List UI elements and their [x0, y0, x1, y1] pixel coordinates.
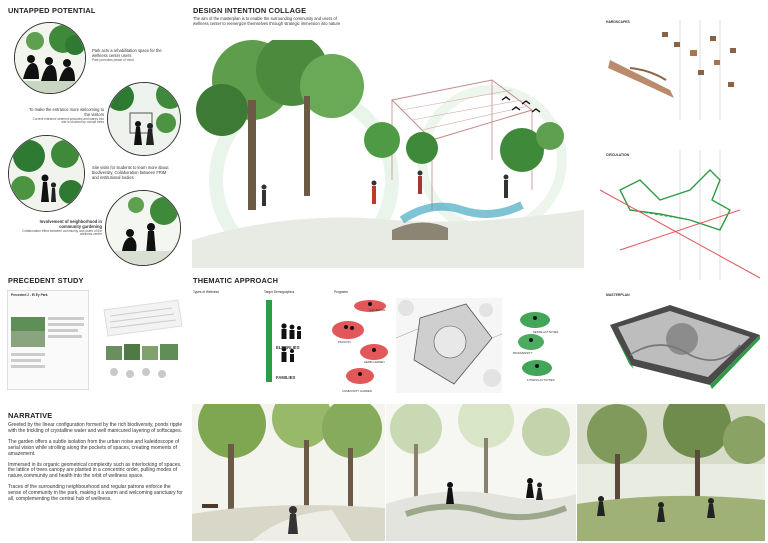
entrance-scene-icon	[108, 83, 180, 155]
biodiversity-scene-icon	[9, 136, 84, 211]
potential-title-3: Site visits for students to learn more a…	[92, 165, 169, 180]
collage-illustration-icon	[192, 40, 584, 268]
circulation-paths-icon	[600, 150, 760, 280]
potential-title-2: To make the entrance more welcoming to t…	[29, 107, 104, 117]
demographic-elderlies: ELDERLIES	[276, 345, 300, 350]
program-community-garden: COMMUNITY GARDEN	[342, 389, 372, 393]
potential-text-3: Site visits for students to learn more a…	[92, 165, 174, 180]
potential-illustration-3	[8, 135, 85, 212]
program-gathering: GATHERING	[369, 308, 386, 312]
potential-illustration-1	[14, 22, 86, 94]
precedent-sheet-2	[100, 292, 185, 387]
potential-title-1: Park acts a rehabilitation space for the…	[92, 48, 162, 58]
render-2	[386, 404, 576, 541]
gardening-scene-icon	[106, 191, 180, 265]
narrative-text: Greeted by the linear configuration form…	[8, 422, 184, 508]
circulation-diagram	[600, 150, 760, 280]
programs-title: Programs	[334, 290, 348, 294]
program-pavilion: PAVILION	[338, 340, 351, 344]
demographic-families: FAMILIES	[276, 375, 296, 380]
potential-text-4: Involvement of neighborhood in community…	[20, 219, 102, 237]
potential-title-4: Involvement of neighborhood in community…	[39, 219, 102, 229]
masterplan-3d-icon	[610, 305, 760, 389]
potential-note-2: Current entrance seemed secluded and war…	[32, 116, 104, 125]
program-sense-activities: SENSE ACTIVITIES	[533, 330, 559, 334]
program-bubbles-right	[505, 308, 555, 388]
design-heading: DESIGN INTENTION COLLAGE	[193, 6, 307, 15]
masterplan-label: MASTERPLAN	[606, 293, 630, 297]
wellness-bar	[266, 300, 272, 382]
program-bubbles-left	[330, 300, 390, 390]
potential-illustration-4	[105, 190, 181, 266]
masterplan-diagram	[600, 295, 765, 390]
hardscapes-diagram	[600, 20, 760, 120]
render-3	[577, 404, 765, 541]
fitness-lawn-render-icon	[577, 404, 765, 541]
narrative-paragraph-3: Immersed in its organic geometrical comp…	[8, 461, 182, 480]
render-1	[192, 404, 385, 541]
hardscape-elements-icon	[608, 20, 736, 120]
site-plan-icon	[396, 298, 502, 393]
types-title: Types of Wellness	[193, 290, 219, 294]
demo-title: Target Demographics	[264, 290, 295, 294]
precedent-heading: PRECEDENT STUDY	[8, 276, 84, 285]
design-collage	[192, 40, 584, 268]
thematic-site-plan	[396, 298, 502, 393]
potential-text-1: Park acts a rehabilitation space for the…	[92, 48, 172, 62]
precedent-title: Precedent 2 - El Ey Park	[11, 293, 48, 297]
narrative-paragraph-4: Traces of the surrounding neighbourhood …	[8, 484, 183, 503]
program-bubbles-icon	[332, 300, 388, 384]
narrative-paragraph-1: Greeted by the linear configuration form…	[8, 422, 183, 434]
hardscapes-label: HARDSCAPES	[606, 20, 630, 24]
untapped-heading: UNTAPPED POTENTIAL	[8, 6, 96, 15]
narrative-paragraph-2: The garden offers a subtle isolation fro…	[8, 438, 180, 457]
narrative-heading: NARRATIVE	[8, 411, 53, 420]
demographics-figures	[278, 322, 304, 368]
potential-text-2: To make the entrance more welcoming to t…	[28, 107, 104, 125]
precedent-photo-icon	[11, 316, 84, 368]
potential-illustration-2	[107, 82, 181, 156]
green-bubbles-icon	[518, 312, 552, 376]
design-intro: The aim of the masterplan is to enable t…	[193, 16, 341, 26]
thematic-heading: THEMATIC APPROACH	[193, 276, 279, 285]
potential-note-4: Collaboration effort between community a…	[22, 228, 102, 237]
program-fitness-activities: FITNESS ACTIVITIES	[527, 378, 555, 382]
people-group-icon	[281, 323, 301, 362]
park-scene-icon	[15, 23, 85, 93]
program-herb-garden: HERB GARDEN	[364, 360, 385, 364]
precedent-sheet-1: Precedent 2 - El Ey Park	[7, 290, 89, 390]
park-walk-render-icon	[192, 404, 385, 541]
circulation-label: CIRCULATION	[606, 153, 630, 157]
potential-note-1: Park promotes peace of mind	[92, 57, 134, 62]
precedent-board-icon	[103, 299, 183, 378]
central-hub-render-icon	[386, 404, 576, 541]
program-biodiversity: BIODIVERSITY	[513, 351, 533, 355]
